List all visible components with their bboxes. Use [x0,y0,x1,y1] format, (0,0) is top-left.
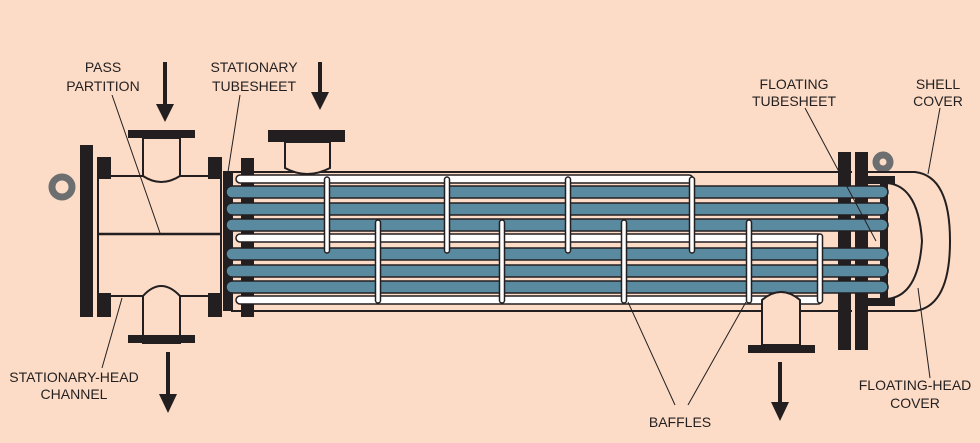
tie-rod [235,295,823,305]
tube-inlet-arrow-icon [156,62,174,122]
stationary-tubesheet [223,171,232,311]
baffle [323,176,331,254]
shell-outlet-arrow-icon [771,362,789,421]
stationary-head-channel [80,130,222,344]
baffle [745,219,753,304]
tube [225,247,889,261]
flow-arrows [156,62,789,421]
baffle [374,219,382,304]
tube [225,202,889,216]
baffle [498,219,506,304]
baffle [816,233,824,304]
tube-outlet-arrow-icon [159,352,177,413]
leader-lines [101,94,941,406]
tube [225,280,889,294]
floating-tubesheet [880,180,888,302]
label-baffles: BAFFLES [649,414,711,430]
baffle [620,219,628,304]
tube-bundle [225,174,889,305]
floating-head-cover [879,181,924,301]
baffle [688,176,696,254]
shell-inlet-arrow-icon [311,62,329,110]
baffle [443,176,451,254]
lifting-ring-icon [872,151,894,173]
tie-rod [235,174,694,184]
tube [225,185,889,199]
baffle [564,176,572,254]
tube [225,218,889,232]
lifting-ring-icon [48,173,76,201]
shell-outlet-nozzle [748,291,815,353]
tube [225,264,889,278]
